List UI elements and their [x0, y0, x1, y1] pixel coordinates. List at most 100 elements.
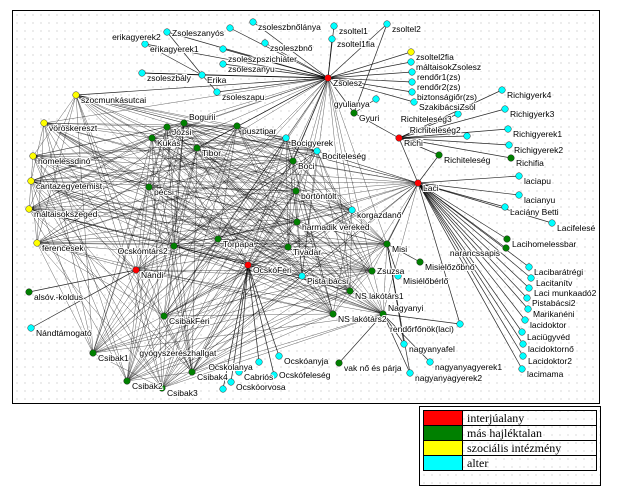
- node-zsoleszanyu[interactable]: [219, 60, 227, 68]
- node-pistabacsi[interactable]: [298, 272, 306, 280]
- node-harmadik[interactable]: [293, 218, 301, 226]
- node-lacianybeth[interactable]: [501, 203, 509, 211]
- node-kukas[interactable]: [148, 134, 156, 142]
- node-laci[interactable]: [414, 179, 422, 187]
- node-torpapa[interactable]: [214, 235, 222, 243]
- node-korgazdano[interactable]: [348, 206, 356, 214]
- node-nagyanyagyerek2[interactable]: [406, 369, 414, 377]
- node-maltaisokzs[interactable]: [407, 58, 415, 66]
- node-voloskeresz[interactable]: [40, 119, 48, 127]
- node-gyuri[interactable]: [350, 109, 358, 117]
- node-lacifelese[interactable]: [548, 219, 556, 227]
- node-ns1[interactable]: [346, 287, 354, 295]
- node-alsov[interactable]: [25, 288, 33, 296]
- node-lacianyu[interactable]: [515, 191, 523, 199]
- node-gyogyszeresz[interactable]: [219, 385, 227, 393]
- node-richigyerk4[interactable]: [498, 86, 506, 94]
- node-misi[interactable]: [383, 240, 391, 248]
- node-bogurii[interactable]: [180, 119, 188, 127]
- node-pecsi[interactable]: [145, 183, 153, 191]
- node-pistabacsi2[interactable]: [523, 294, 531, 302]
- node-nagyanyagyerek1[interactable]: [426, 358, 434, 366]
- node-ocskomtars2[interactable]: [170, 242, 178, 250]
- node-ocskoferi[interactable]: [244, 261, 252, 269]
- node-ocskoanyja[interactable]: [275, 352, 283, 360]
- node-richiteleseg[interactable]: [435, 151, 443, 159]
- node-csibakferi[interactable]: [160, 312, 168, 320]
- node-misielober[interactable]: [394, 272, 402, 280]
- node-erikagyerek1[interactable]: [141, 40, 149, 48]
- node-szocmunkas[interactable]: [72, 91, 80, 99]
- node-bocigyerek[interactable]: [282, 134, 290, 142]
- node-lacimunkaado2[interactable]: [525, 284, 533, 292]
- node-pusztipar[interactable]: [233, 122, 241, 130]
- node-nandtamogato[interactable]: [27, 324, 35, 332]
- node-zsuzsa[interactable]: [368, 267, 376, 275]
- node-nagyanyafel[interactable]: [400, 340, 408, 348]
- node-erika[interactable]: [198, 71, 206, 79]
- node-richigyerk3[interactable]: [501, 105, 509, 113]
- node-richigyerek1[interactable]: [504, 125, 512, 133]
- node-csibak4[interactable]: [188, 368, 196, 376]
- node-zsoleszpszich[interactable]: [219, 45, 227, 53]
- node-bociteleseg[interactable]: [313, 147, 321, 155]
- node-zsoleszbnolanya[interactable]: [249, 18, 257, 26]
- node-csibak1[interactable]: [89, 349, 97, 357]
- node-cabrios[interactable]: [235, 368, 243, 376]
- node-laciapu[interactable]: [515, 172, 523, 180]
- node-tivadar[interactable]: [284, 243, 292, 251]
- node-zsoleszbaly[interactable]: [138, 69, 146, 77]
- node-ocskolanya[interactable]: [255, 358, 263, 366]
- node-szakibacsi[interactable]: [410, 98, 418, 106]
- node-label-voloskeresz: vöröskereszt: [49, 123, 98, 133]
- node-laciugyved[interactable]: [518, 328, 526, 336]
- node-csibak3[interactable]: [158, 384, 166, 392]
- node-lacimama[interactable]: [518, 365, 526, 373]
- node-richi[interactable]: [395, 134, 403, 142]
- node-bortontolt[interactable]: [292, 187, 300, 195]
- node-tibor[interactable]: [193, 144, 201, 152]
- node-lacidoktor[interactable]: [521, 316, 529, 324]
- node-richiteleseg3[interactable]: [454, 110, 462, 118]
- node-ocskoorvosa[interactable]: [227, 378, 235, 386]
- node-misielozo[interactable]: [416, 258, 424, 266]
- node-lacidoktor2[interactable]: [519, 352, 527, 360]
- node-cantaz[interactable]: [27, 177, 35, 185]
- node-zsoltel2fia[interactable]: [407, 48, 415, 56]
- edge-pecsi-nagyanyi: [148, 186, 384, 315]
- node-csibak2[interactable]: [123, 377, 131, 385]
- node-maltaisokszeged[interactable]: [25, 205, 33, 213]
- node-erikagyerek2[interactable]: [163, 28, 171, 36]
- node-jozsi[interactable]: [163, 123, 171, 131]
- node-gyulianya[interactable]: [372, 95, 380, 103]
- node-biztonsagi[interactable]: [408, 88, 416, 96]
- node-narancssapis[interactable]: [502, 244, 510, 252]
- node-rendor1[interactable]: [408, 68, 416, 76]
- node-rendor2[interactable]: [408, 78, 416, 86]
- node-richigyerek2[interactable]: [505, 141, 513, 149]
- node-nandi[interactable]: [132, 266, 140, 274]
- node-nagyanyi[interactable]: [379, 310, 387, 318]
- edge-csibak1-bocigyerek: [92, 137, 287, 354]
- node-boci[interactable]: [289, 157, 297, 165]
- node-zsoleszanyos[interactable]: [226, 24, 234, 32]
- node-zsolesz[interactable]: [324, 74, 332, 82]
- node-lacihomeless[interactable]: [503, 235, 511, 243]
- node-zsoleszapu[interactable]: [213, 88, 221, 96]
- node-zsoleszbno[interactable]: [261, 39, 269, 47]
- node-rendorfonok[interactable]: [456, 320, 464, 328]
- node-ns2[interactable]: [329, 310, 337, 318]
- node-lacibaratregi[interactable]: [525, 263, 533, 271]
- node-lacidoktorno[interactable]: [519, 340, 527, 348]
- node-richifia[interactable]: [507, 154, 515, 162]
- node-zsoltel2[interactable]: [383, 20, 391, 28]
- node-richiteleseg2[interactable]: [463, 132, 471, 140]
- node-zsoltel1[interactable]: [330, 22, 338, 30]
- node-homelessdino[interactable]: [29, 152, 37, 160]
- node-ferencesek[interactable]: [33, 239, 41, 247]
- node-ocskofeleseg[interactable]: [270, 371, 278, 379]
- node-zsoltel1fia[interactable]: [328, 35, 336, 43]
- node-vakno[interactable]: [335, 359, 343, 367]
- node-marikaneni[interactable]: [524, 305, 532, 313]
- node-lacitanitv[interactable]: [527, 274, 535, 282]
